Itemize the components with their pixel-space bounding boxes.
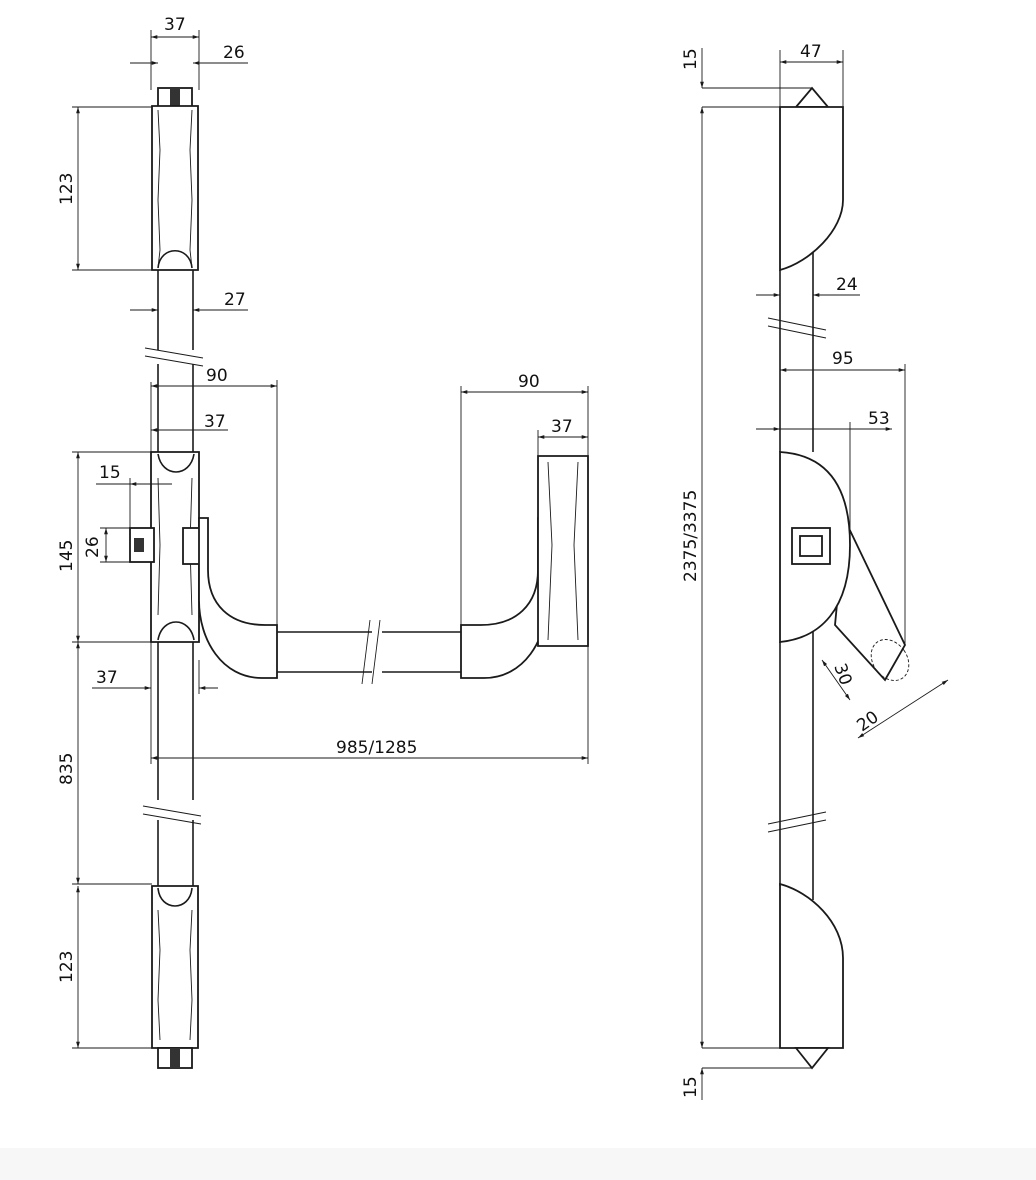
- dim-lower-length: 835: [57, 753, 77, 785]
- left-case: [129, 451, 208, 643]
- dim-lower-offset: 37: [96, 668, 118, 688]
- front-dimensions: 37 26 123 27 90 37 15 26 145 37 985/1285…: [57, 15, 589, 1049]
- dim-body-width: 37: [204, 412, 226, 432]
- dim-side-tip-top: 15: [681, 48, 701, 70]
- break-mark: [144, 347, 204, 359]
- side-top-cap: [794, 86, 830, 108]
- dim-bar-length: 985/1285: [336, 738, 417, 758]
- bottom-strip: [0, 1148, 1036, 1180]
- dim-rod-width: 27: [224, 290, 246, 310]
- dim-pin-size: 26: [83, 536, 103, 558]
- dim-top-width: 37: [164, 15, 186, 35]
- left-handle: [198, 517, 278, 679]
- top-latch: [151, 87, 199, 271]
- push-bar: [277, 619, 461, 685]
- dim-bar-end: 20: [853, 707, 882, 736]
- dim-offset-small: 15: [99, 463, 121, 483]
- dim-total-height: 2375/3375: [681, 490, 701, 582]
- dim-right-reach: 90: [518, 372, 540, 392]
- dim-handle-reach-left: 90: [206, 366, 228, 386]
- bottom-latch: [151, 885, 199, 1069]
- dim-bar-diameter: 30: [829, 661, 855, 688]
- dim-handle-projection: 95: [832, 349, 854, 369]
- dim-top-inner: 26: [223, 43, 245, 63]
- front-view: 37 26 123 27 90 37 15 26 145 37 985/1285…: [57, 15, 589, 1069]
- dim-case-depth: 53: [868, 409, 890, 429]
- dim-top-height: 123: [57, 173, 77, 205]
- dim-body-height: 145: [57, 540, 77, 572]
- side-bottom-cap: [779, 882, 844, 1049]
- dim-right-width: 37: [551, 417, 573, 437]
- dim-side-tip-bottom: 15: [681, 1076, 701, 1098]
- dim-bottom-height: 123: [57, 951, 77, 983]
- side-view: 15 47 24 2375/3375 95 53 30 20 15: [681, 42, 949, 1100]
- dim-side-depth: 47: [800, 42, 822, 62]
- right-handle: [460, 517, 548, 679]
- right-case: [537, 455, 589, 647]
- dim-side-rod: 24: [836, 275, 858, 295]
